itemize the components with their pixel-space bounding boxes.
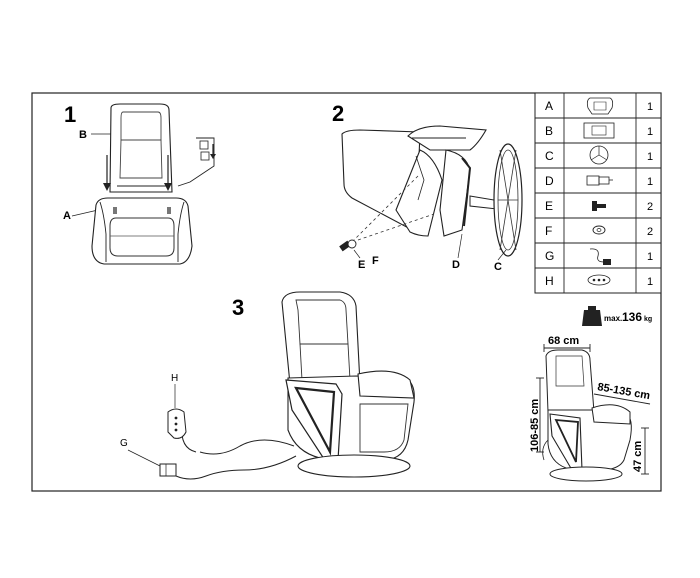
part-c-letter: C (545, 149, 554, 163)
part-f-letter: F (545, 224, 552, 238)
part-b-qty: 1 (647, 126, 653, 138)
chair-frame-icon (586, 97, 614, 115)
part-h-letter: H (545, 274, 554, 288)
part-e-letter: E (545, 199, 553, 213)
weight-icon (582, 306, 602, 326)
parts-table: A 1 B 1 C 1 D 1 E (534, 92, 662, 294)
part-f-qty: 2 (647, 226, 653, 238)
step-2-illustration: 2 E F D C (332, 101, 523, 273)
weight-prefix: max. (604, 314, 622, 323)
step-3-number: 3 (232, 295, 244, 320)
dim-width: 68 cm (548, 335, 579, 347)
part-h-qty: 1 (647, 276, 653, 288)
label-b: B (79, 129, 87, 141)
part-b-letter: B (545, 124, 553, 138)
part-g-letter: G (545, 249, 554, 263)
remote-control-icon (587, 274, 611, 286)
part-a-letter: A (545, 99, 553, 113)
part-d-qty: 1 (647, 176, 653, 188)
part-g-qty: 1 (647, 251, 653, 263)
step-1-number: 1 (64, 102, 76, 127)
gas-lift-icon (586, 175, 613, 186)
dim-seat-height: 47 cm (632, 441, 644, 472)
label-c: C (494, 261, 502, 273)
step-3-illustration: 3 H G (120, 291, 415, 480)
label-d: D (452, 259, 460, 271)
washer-icon (592, 225, 606, 235)
step-1-illustration: 1 B A (63, 102, 216, 265)
part-a-qty: 1 (647, 101, 653, 113)
dimension-diagram: 68 cm 85-135 cm 106-85 cm 47 cm (529, 335, 651, 482)
label-e: E (358, 259, 365, 271)
star-base-icon (589, 145, 609, 165)
dim-height: 106-85 cm (529, 399, 541, 452)
label-h: H (171, 373, 178, 384)
part-e-qty: 2 (647, 201, 653, 213)
weight-value: 136 (622, 310, 642, 324)
label-g: G (120, 438, 128, 449)
weight-unit: kg (644, 316, 652, 323)
step-2-number: 2 (332, 101, 344, 126)
bolt-icon (592, 201, 606, 211)
label-f: F (372, 255, 379, 267)
backrest-icon (583, 122, 615, 139)
part-d-letter: D (545, 174, 554, 188)
max-weight-indicator: max. 136 kg (582, 306, 652, 326)
part-c-qty: 1 (647, 151, 653, 163)
power-adapter-icon (589, 248, 611, 265)
label-a: A (63, 210, 71, 222)
